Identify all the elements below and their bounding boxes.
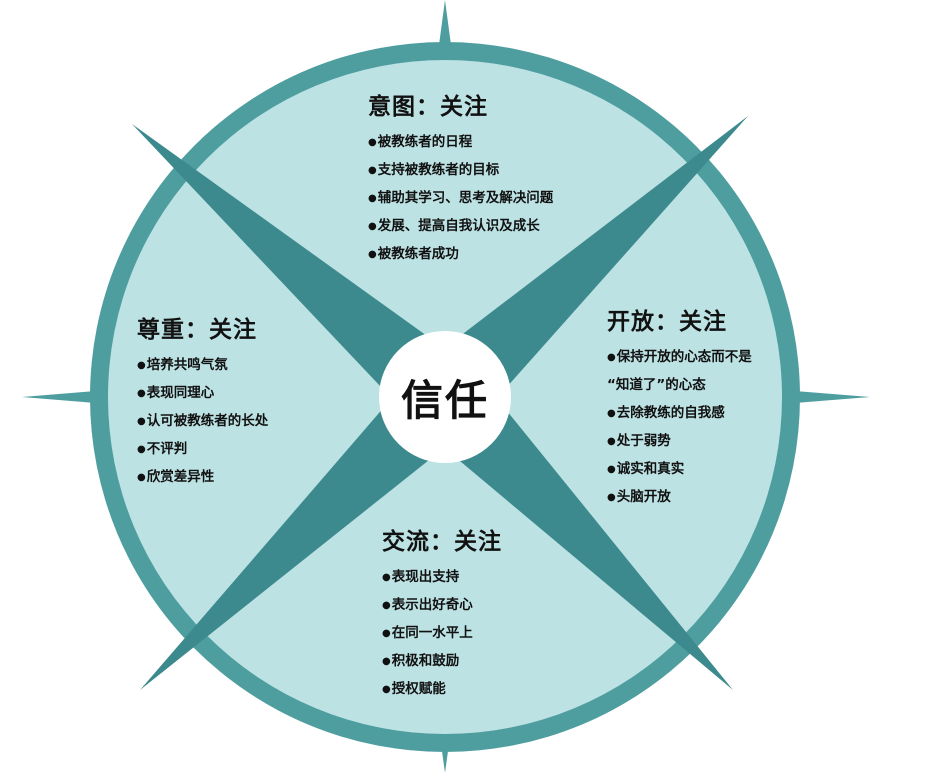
- star-point-sw: [140, 369, 473, 690]
- list-item: 不评判: [137, 436, 268, 464]
- quadrant-communication: 交流：关注 表现出支持 表示出好奇心 在同一水平上 积极和鼓励 授权赋能: [382, 527, 502, 704]
- list-item: 表示出好奇心: [382, 592, 502, 620]
- star-point-ne: [417, 116, 748, 425]
- quadrant-title: 开放：关注: [607, 309, 727, 335]
- list-item: 表现同理心: [137, 380, 268, 408]
- list-item: 辅助其学习、思考及解决问题: [368, 185, 554, 213]
- list-item-continuation: “知道了”的心态: [607, 377, 706, 393]
- quadrant-openness: 开放：关注 保持开放的心态而不是 “知道了”的心态 去除教练的自我感 处于弱势 …: [607, 307, 752, 512]
- quadrant-list: 培养共鸣气氛 表现同理心 认可被教练者的长处 不评判 欣赏差异性: [137, 352, 269, 492]
- star-point-nw: [132, 124, 473, 425]
- list-item: 被教练者成功: [368, 241, 553, 269]
- list-item: 发展、提高自我认识及成长: [368, 213, 553, 241]
- quadrant-title: 尊重：关注: [137, 317, 257, 343]
- list-item: 处于弱势: [607, 428, 752, 456]
- star-point-se: [417, 369, 733, 690]
- list-item: 欣赏差异性: [137, 464, 268, 492]
- list-item: 在同一水平上: [382, 620, 502, 648]
- list-item: 诚实和真实: [607, 456, 752, 484]
- quadrant-list: 表现出支持 表示出好奇心 在同一水平上 积极和鼓励 授权赋能: [382, 564, 502, 704]
- list-item: 认可被教练者的长处: [137, 408, 269, 436]
- quadrant-list: 被教练者的日程 支持被教练者的目标 辅助其学习、思考及解决问题 发展、提高自我认…: [368, 129, 554, 269]
- quadrant-title: 意图：关注: [368, 94, 488, 120]
- list-item: 被教练者的日程: [368, 129, 553, 157]
- list-item: 保持开放的心态而不是: [607, 344, 752, 372]
- list-item: 积极和鼓励: [382, 648, 502, 676]
- quadrant-list: 保持开放的心态而不是 “知道了”的心态 去除教练的自我感 处于弱势 诚实和真实 …: [607, 344, 752, 512]
- center-circle: [379, 331, 511, 463]
- list-item: 授权赋能: [382, 676, 502, 704]
- list-item: 表现出支持: [382, 564, 502, 592]
- list-item: 培养共鸣气氛: [137, 352, 268, 380]
- list-item: 支持被教练者的目标: [368, 157, 553, 185]
- center-label: 信任: [400, 375, 489, 425]
- list-item: 去除教练的自我感: [607, 400, 752, 428]
- quadrant-title: 交流：关注: [382, 529, 502, 555]
- quadrant-intention: 意图：关注 被教练者的日程 支持被教练者的目标 辅助其学习、思考及解决问题 发展…: [368, 92, 553, 269]
- quadrant-respect: 尊重：关注 培养共鸣气氛 表现同理心 认可被教练者的长处 不评判 欣赏差异性: [137, 315, 268, 492]
- list-item: 头脑开放: [607, 484, 752, 512]
- diagonal-star: [132, 116, 748, 690]
